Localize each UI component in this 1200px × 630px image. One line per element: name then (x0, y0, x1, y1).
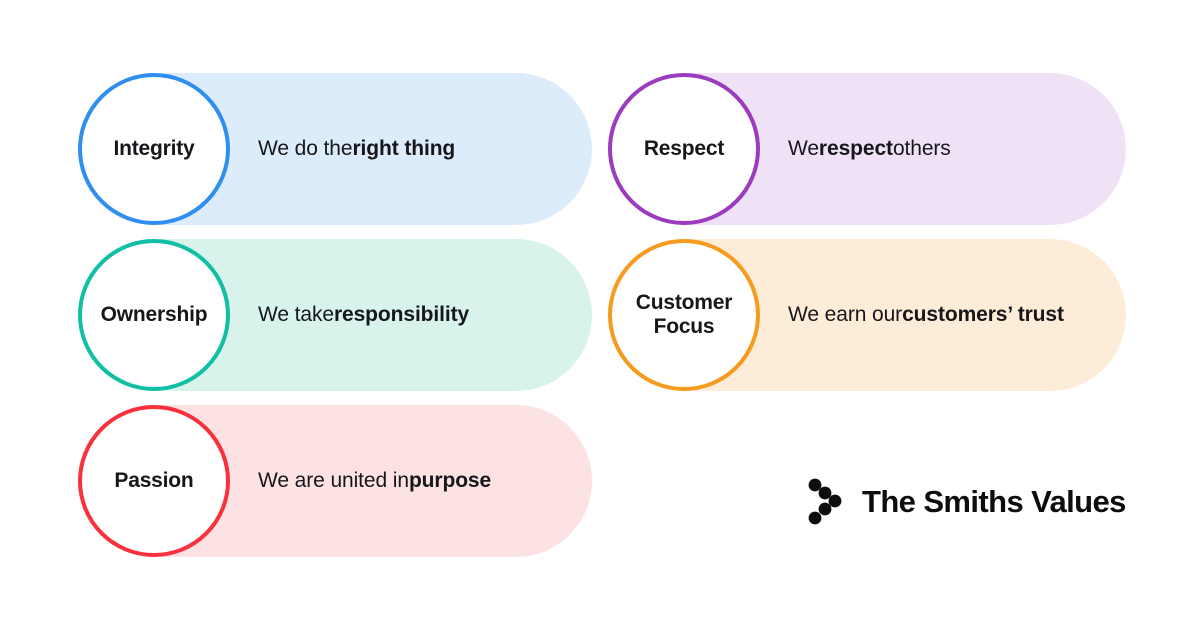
value-description: We take responsibility (258, 239, 469, 391)
value-badge-circle[interactable]: Ownership (78, 239, 230, 391)
value-description: We are united in purpose (258, 405, 491, 557)
value-description-plain: We do the (258, 137, 353, 160)
value-badge-label: Integrity (113, 136, 195, 160)
value-badge-circle[interactable]: Integrity (78, 73, 230, 225)
brand-lockup: The Smiths Values (808, 478, 1126, 526)
value-description-bold: right thing (352, 137, 456, 160)
value-card-passion[interactable]: We are united in purpose Passion (78, 405, 592, 557)
value-description-tail: others (892, 137, 951, 160)
value-description-plain: We (788, 137, 819, 160)
value-description: We do the right thing (258, 73, 455, 225)
value-badge-label: Respect (643, 136, 725, 160)
value-badge-label: Customer Focus (635, 290, 733, 338)
value-description: We respect others (788, 73, 951, 225)
value-badge-circle[interactable]: Respect (608, 73, 760, 225)
brand-name: The Smiths Values (862, 484, 1126, 519)
value-description-bold: purpose (408, 469, 492, 492)
value-badge-label: Passion (114, 468, 194, 492)
value-description-plain: We earn our (788, 303, 903, 326)
value-card-integrity[interactable]: We do the right thing Integrity (78, 73, 592, 225)
value-badge-circle[interactable]: Customer Focus (608, 239, 760, 391)
chevron-dots-icon (808, 478, 842, 525)
value-badge-circle[interactable]: Passion (78, 405, 230, 557)
value-description-plain: We take (258, 303, 334, 326)
value-card-ownership[interactable]: We take responsibility Ownership (78, 239, 592, 391)
value-description-bold: responsibility (333, 303, 470, 326)
value-description: We earn our customers’ trust (788, 239, 1064, 391)
value-description-bold: customers’ trust (902, 303, 1064, 326)
value-description-plain: We are united in (258, 469, 409, 492)
value-card-respect[interactable]: We respect others Respect (608, 73, 1126, 225)
value-card-customer-focus[interactable]: We earn our customers’ trust Customer Fo… (608, 239, 1126, 391)
value-badge-label: Ownership (100, 302, 208, 326)
value-description-bold: respect (818, 137, 893, 160)
